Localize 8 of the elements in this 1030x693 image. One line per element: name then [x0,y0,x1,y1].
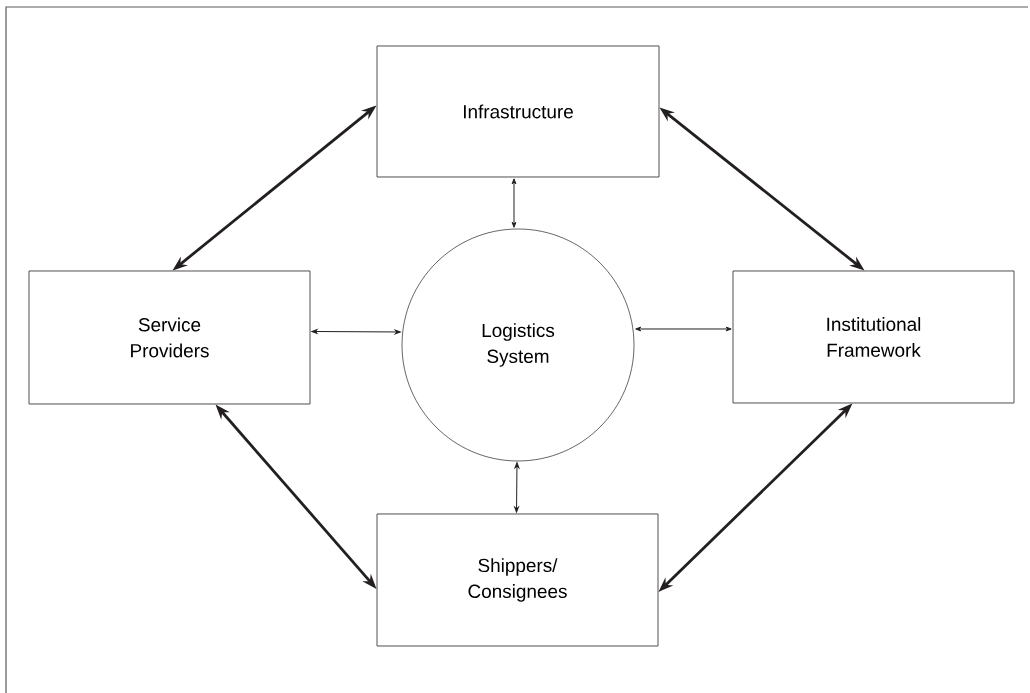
process-box: Institutional Framework [732,270,1015,404]
arrow [514,462,520,513]
arrow [635,326,732,332]
process-box: Service Providers [28,270,311,405]
process-box: Infrastructure [376,45,660,178]
arrow [311,329,401,335]
arrow [511,178,517,228]
process-box: Shippers/ Consignees [376,513,659,647]
